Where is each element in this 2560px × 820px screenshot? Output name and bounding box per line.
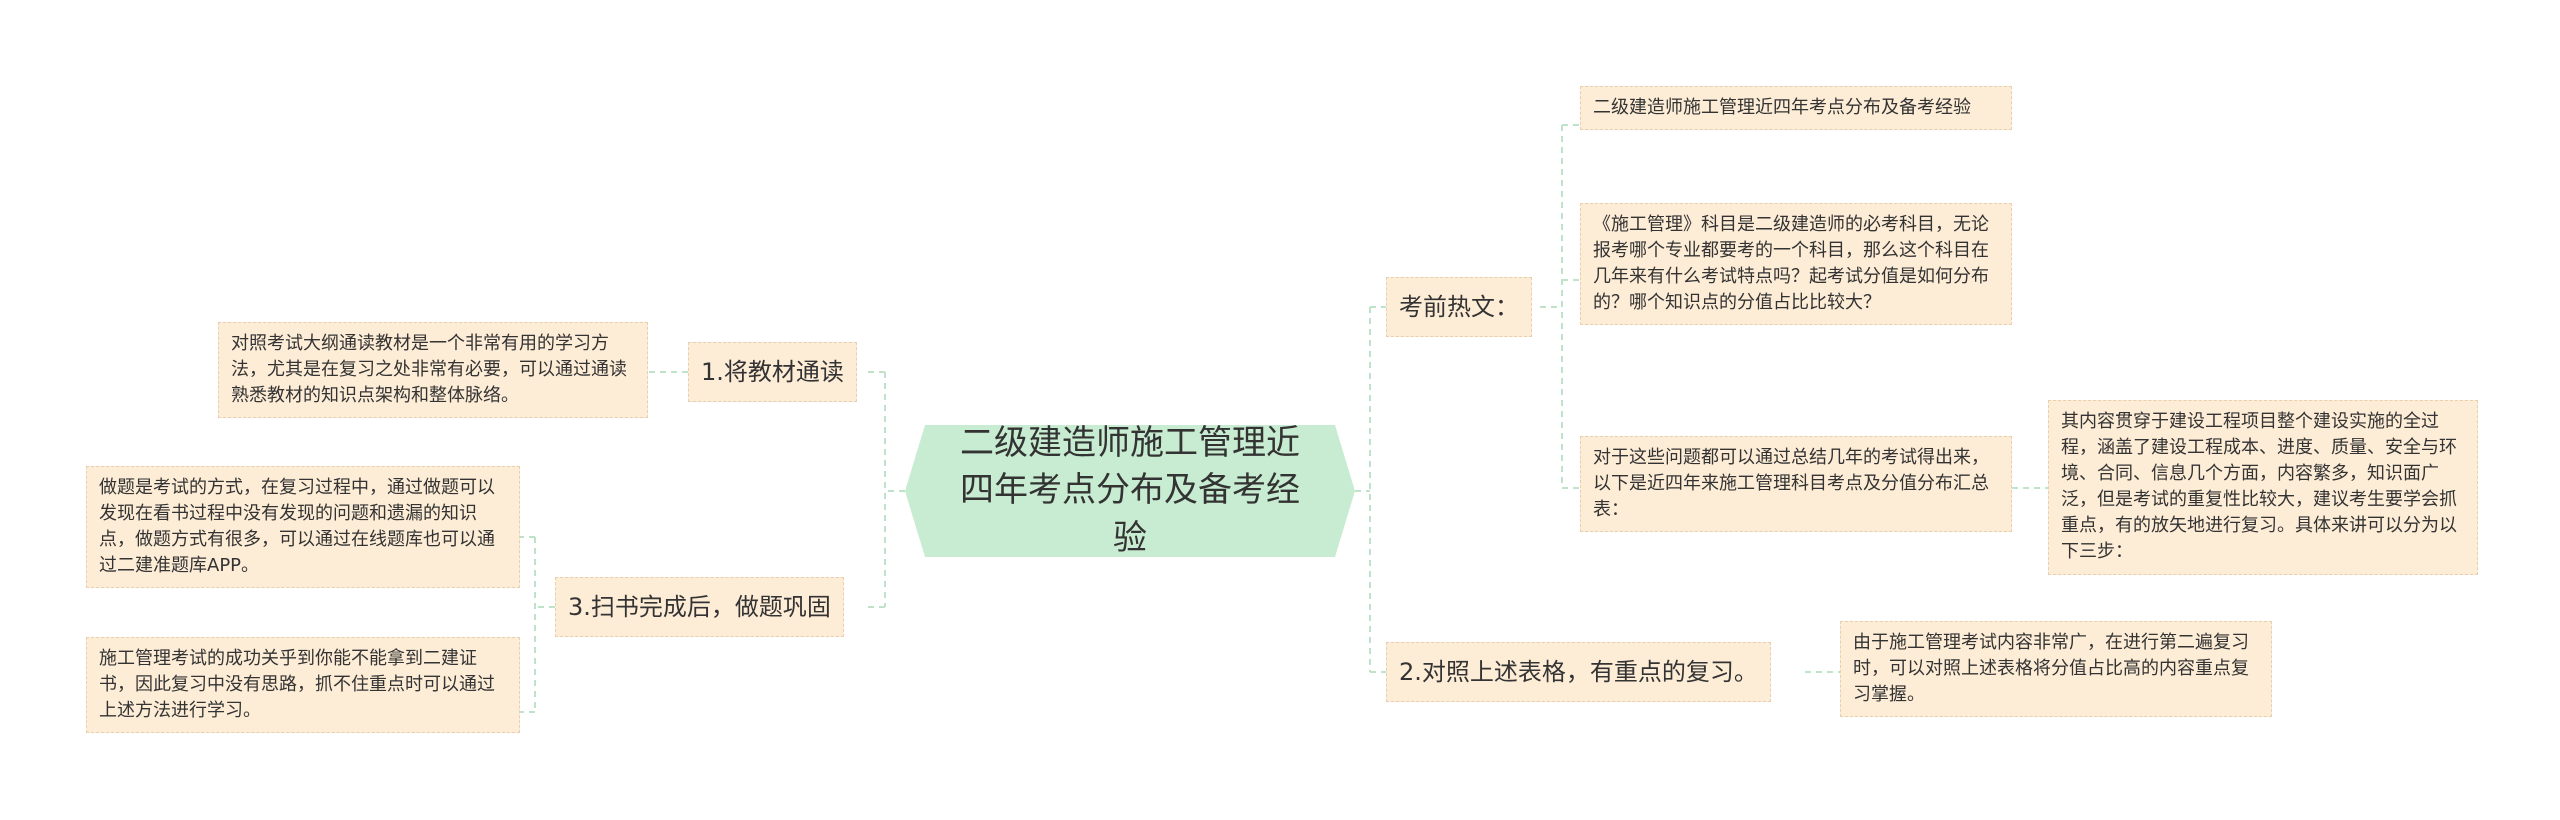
note-read-textbook-text: 对照考试大纲通读教材是一个非常有用的学习方法，尤其是在复习之处非常有必要，可以通… <box>231 333 627 407</box>
branch-focused-review[interactable]: 2.对照上述表格，有重点的复习。 <box>1386 642 1771 702</box>
note-exam-importance-text: 施工管理考试的成功关乎到你能不能拿到二建证书，因此复习中没有思路，抓不住重点时可… <box>99 648 495 722</box>
note-hot-content-scope-text: 其内容贯穿于建设工程项目整个建设实施的全过程，涵盖了建设工程成本、进度、质量、安… <box>2061 411 2457 563</box>
note-hot-subject-intro[interactable]: 《施工管理》科目是二级建造师的必考科目，无论报考哪个专业都要考的一个科目，那么这… <box>1580 203 2012 326</box>
root-topic[interactable]: 二级建造师施工管理近四年考点分布及备考经验 <box>905 425 1355 557</box>
note-hot-subject-intro-text: 《施工管理》科目是二级建造师的必考科目，无论报考哪个专业都要考的一个科目，那么这… <box>1593 214 1989 314</box>
connector-branch3-spine <box>534 537 555 712</box>
branch-practice-questions-label: 3.扫书完成后，做题巩固 <box>568 592 831 621</box>
branch-read-textbook[interactable]: 1.将教材通读 <box>688 342 857 402</box>
branch-hot-articles-label: 考前热文： <box>1399 292 1519 321</box>
note-focused-review-text: 由于施工管理考试内容非常广，在进行第二遍复习时，可以对照上述表格将分值占比高的内… <box>1853 632 2249 706</box>
note-practice-method-text: 做题是考试的方式，在复习过程中，通过做题可以发现在看书过程中没有发现的问题和遗漏… <box>99 477 495 577</box>
note-hot-title[interactable]: 二级建造师施工管理近四年考点分布及备考经验 <box>1580 86 2012 131</box>
note-exam-importance[interactable]: 施工管理考试的成功关乎到你能不能拿到二建证书，因此复习中没有思路，抓不住重点时可… <box>86 637 520 734</box>
note-focused-review[interactable]: 由于施工管理考试内容非常广，在进行第二遍复习时，可以对照上述表格将分值占比高的内… <box>1840 621 2272 718</box>
root-topic-text: 二级建造师施工管理近四年考点分布及备考经验 <box>960 422 1300 558</box>
note-practice-method[interactable]: 做题是考试的方式，在复习过程中，通过做题可以发现在看书过程中没有发现的问题和遗漏… <box>86 466 520 589</box>
note-hot-content-scope[interactable]: 其内容贯穿于建设工程项目整个建设实施的全过程，涵盖了建设工程成本、进度、质量、安… <box>2048 400 2478 575</box>
connector-hot-spine <box>1540 125 1563 488</box>
branch-focused-review-label: 2.对照上述表格，有重点的复习。 <box>1399 657 1758 686</box>
note-hot-summary[interactable]: 对于这些问题都可以通过总结几年的考试得出来，以下是近四年来施工管理科目考点及分值… <box>1580 436 2012 533</box>
branch-practice-questions[interactable]: 3.扫书完成后，做题巩固 <box>555 577 844 637</box>
note-hot-title-text: 二级建造师施工管理近四年考点分布及备考经验 <box>1593 97 1971 118</box>
branch-hot-articles[interactable]: 考前热文： <box>1386 277 1532 337</box>
note-hot-summary-text: 对于这些问题都可以通过总结几年的考试得出来，以下是近四年来施工管理科目考点及分值… <box>1593 447 1989 521</box>
note-read-textbook[interactable]: 对照考试大纲通读教材是一个非常有用的学习方法，尤其是在复习之处非常有必要，可以通… <box>218 322 648 419</box>
branch-read-textbook-label: 1.将教材通读 <box>701 357 844 386</box>
